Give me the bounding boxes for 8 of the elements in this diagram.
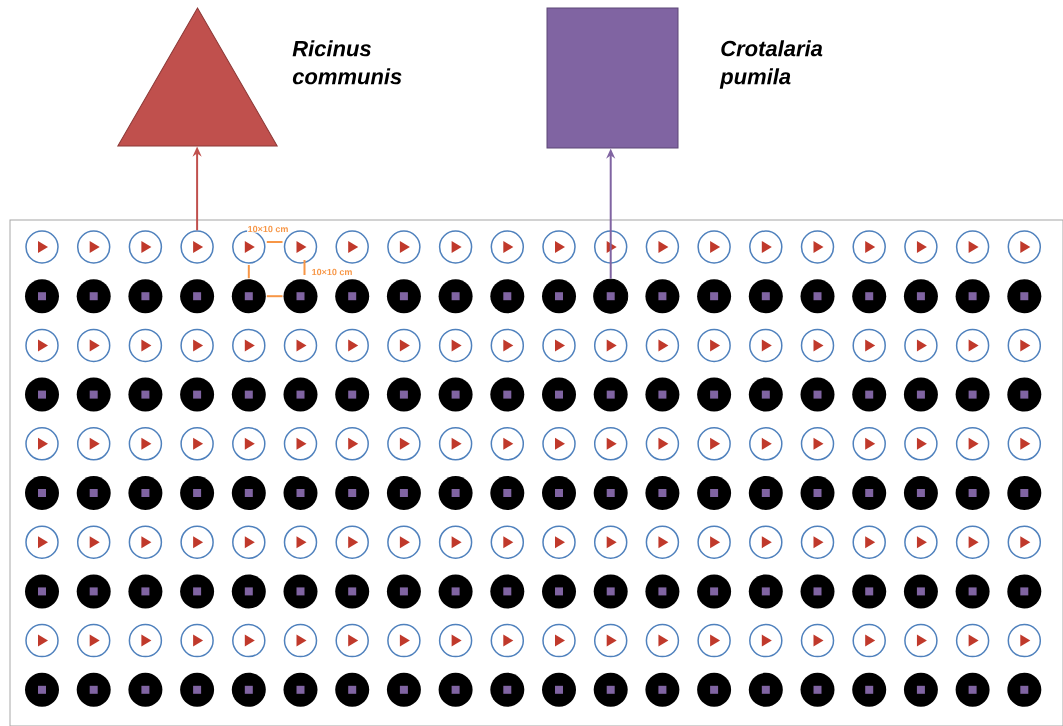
spacing-label: 10×10 cm [311, 268, 353, 276]
plant-circle [593, 278, 629, 314]
square-marker [546, 7, 679, 149]
triangle-marker [117, 7, 278, 147]
species-label: Crotalaria pumila [719, 40, 823, 89]
plant-circle [180, 230, 214, 264]
species-label: Ricinus communis [292, 40, 402, 85]
spacing-label: 10×10 cm [247, 225, 289, 233]
